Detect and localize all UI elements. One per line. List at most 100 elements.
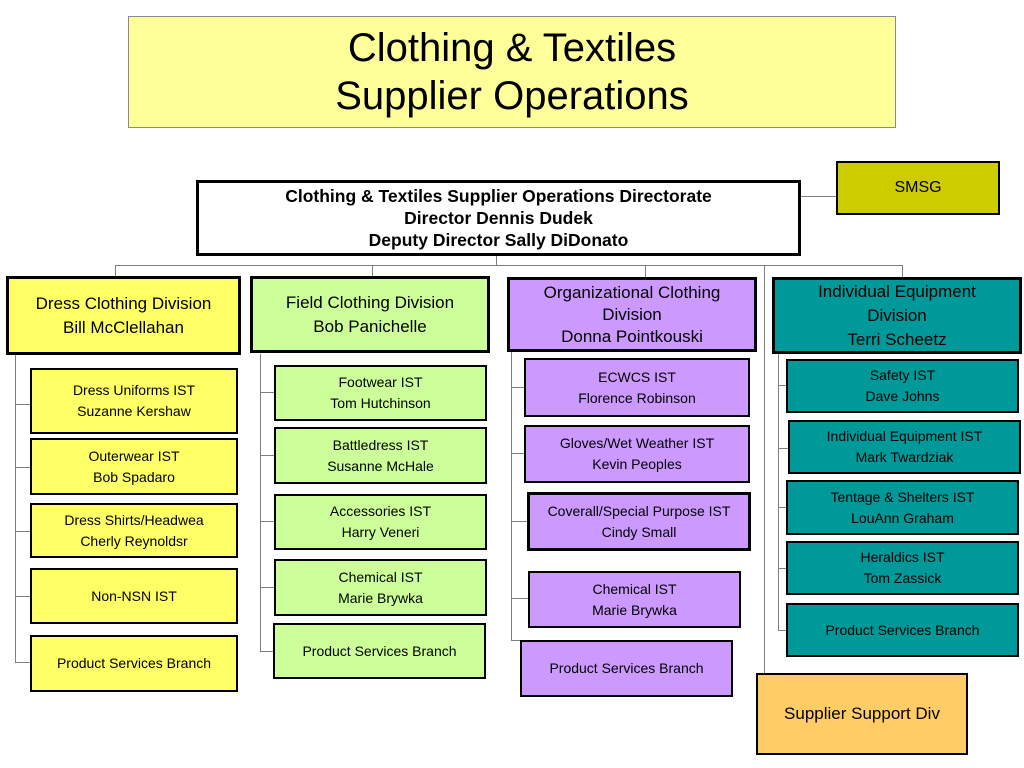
directorate-box: Clothing & Textiles Supplier Operations … bbox=[196, 180, 801, 256]
branch-chemical-ist: Chemical IST Marie Brywka bbox=[274, 559, 487, 616]
div3-branch-tick bbox=[511, 598, 529, 599]
branch-title: Footwear IST bbox=[338, 374, 423, 390]
div3-branch-tick bbox=[511, 453, 525, 454]
branch-individual-equipment-ist: Individual Equipment IST Mark Twardziak bbox=[788, 420, 1021, 474]
branch-lead: Tom Zassick bbox=[863, 570, 942, 586]
branch-dress-shirts-headwear: Dress Shirts/Headwea Cherly Reynoldsr bbox=[30, 503, 238, 558]
div3-drop-connector bbox=[645, 265, 646, 277]
div1-branch-tick bbox=[15, 596, 30, 597]
smsg-box: SMSG bbox=[836, 161, 1000, 215]
branch-lead: Cherly Reynoldsr bbox=[80, 532, 188, 549]
branch-lead: Susanne McHale bbox=[327, 457, 434, 474]
director-smsg-connector bbox=[801, 196, 836, 197]
div2-drop-connector bbox=[372, 265, 373, 276]
branch-lead: Dave Johns bbox=[865, 388, 940, 404]
branch-title: Product Services Branch bbox=[56, 655, 212, 671]
div4-branch-tick bbox=[778, 630, 787, 631]
div4-branch-tick bbox=[778, 385, 787, 386]
branch-chemical-ist: Chemical IST Marie Brywka bbox=[528, 571, 741, 628]
branch-lead: Marie Brywka bbox=[592, 601, 677, 618]
div2-branch-tick bbox=[260, 455, 275, 456]
div4-branch-tick bbox=[778, 448, 789, 449]
div4-branch-spine bbox=[778, 353, 779, 631]
division-head: Donna Pointkouski bbox=[561, 326, 703, 346]
directorate-name: Clothing & Textiles Supplier Operations … bbox=[285, 186, 712, 206]
division-name: Field Clothing Division bbox=[285, 292, 455, 312]
branch-dress-uniforms-ist: Dress Uniforms IST Suzanne Kershaw bbox=[30, 368, 238, 434]
smsg-label: SMSG bbox=[894, 178, 942, 196]
div2-branch-tick bbox=[260, 392, 275, 393]
division-name-line-2: Division bbox=[602, 304, 662, 324]
div1-branch-tick bbox=[15, 467, 30, 468]
div2-branch-tick bbox=[260, 651, 273, 652]
division-name: Dress Clothing Division bbox=[35, 293, 212, 313]
division-field-clothing: Field Clothing Division Bob Panichelle bbox=[250, 276, 490, 353]
branch-title: Non-NSN IST bbox=[91, 587, 177, 604]
branch-title: Accessories IST bbox=[329, 503, 432, 519]
branch-product-services: Product Services Branch bbox=[273, 623, 486, 679]
deputy-director-name: Deputy Director Sally DiDonato bbox=[368, 230, 629, 250]
div1-branch-spine bbox=[15, 354, 16, 663]
branch-lead: Cindy Small bbox=[601, 523, 677, 540]
director-stem-connector bbox=[496, 256, 497, 266]
branch-footwear-ist: Footwear IST Tom Hutchinson bbox=[274, 365, 487, 421]
branch-lead: Bob Spadaro bbox=[93, 468, 175, 485]
branch-battledress-ist: Battledress IST Susanne McHale bbox=[274, 427, 487, 484]
branch-safety-ist: Safety IST Dave Johns bbox=[786, 359, 1019, 413]
div2-branch-tick bbox=[260, 587, 275, 588]
branch-non-nsn-ist: Non-NSN IST bbox=[30, 568, 238, 624]
div2-branch-spine bbox=[260, 354, 261, 652]
branch-product-services: Product Services Branch bbox=[520, 640, 733, 697]
branch-title: Product Services Branch bbox=[825, 621, 980, 638]
branch-tentage-shelters-ist: Tentage & Shelters IST LouAnn Graham bbox=[786, 480, 1019, 535]
branch-title: Individual Equipment IST bbox=[826, 428, 983, 444]
branch-title: Chemical IST bbox=[592, 580, 677, 597]
branch-gloves-wet-weather-ist: Gloves/Wet Weather IST Kevin Peoples bbox=[524, 425, 750, 483]
div3-branch-tick bbox=[511, 640, 521, 641]
branch-heraldics-ist: Heraldics IST Tom Zassick bbox=[786, 541, 1019, 595]
div3-branch-tick bbox=[511, 521, 527, 522]
branch-lead: Tom Hutchinson bbox=[330, 395, 431, 411]
support-drop-connector bbox=[764, 265, 765, 715]
div3-branch-spine bbox=[511, 351, 512, 641]
division-head: Terri Scheetz bbox=[847, 329, 947, 349]
div1-drop-connector bbox=[115, 265, 116, 276]
div4-branch-tick bbox=[778, 507, 787, 508]
branch-outerwear-ist: Outerwear IST Bob Spadaro bbox=[30, 438, 238, 495]
branch-lead: Florence Robinson bbox=[578, 389, 696, 406]
branch-coverall-special-purpose-ist: Coverall/Special Purpose IST Cindy Small bbox=[527, 492, 751, 551]
branch-title: Product Services Branch bbox=[302, 642, 457, 659]
branch-title: Heraldics IST bbox=[860, 549, 945, 565]
div1-branch-tick bbox=[15, 404, 30, 405]
branch-title: Battledress IST bbox=[332, 436, 429, 453]
division-name: Organizational Clothing bbox=[543, 282, 721, 302]
supplier-support-label: Supplier Support Div bbox=[784, 703, 940, 723]
branch-title: Dress Shirts/Headwea bbox=[64, 511, 204, 528]
branch-title: Safety IST bbox=[869, 367, 936, 383]
div4-branch-tick bbox=[778, 568, 787, 569]
division-name: Individual Equipment bbox=[818, 281, 976, 301]
branch-lead: LouAnn Graham bbox=[851, 509, 954, 526]
division-dress-clothing: Dress Clothing Division Bill McClellahan bbox=[6, 276, 241, 355]
branch-title: Coverall/Special Purpose IST bbox=[547, 502, 731, 519]
title-line-2: Supplier Operations bbox=[335, 74, 689, 118]
title-line-1: Clothing & Textiles bbox=[347, 26, 677, 70]
branch-title: Product Services Branch bbox=[549, 660, 704, 676]
branch-title: Outerwear IST bbox=[88, 447, 180, 464]
division-name-line-2: Division bbox=[867, 305, 927, 325]
div1-branch-tick bbox=[15, 531, 30, 532]
branch-product-services: Product Services Branch bbox=[786, 603, 1019, 657]
division-organizational-clothing: Organizational Clothing Division Donna P… bbox=[507, 277, 757, 352]
supplier-support-division-box: Supplier Support Div bbox=[756, 673, 968, 755]
div4-drop-connector bbox=[902, 265, 903, 277]
director-name: Director Dennis Dudek bbox=[404, 208, 593, 228]
branch-title: Chemical IST bbox=[338, 568, 423, 585]
branch-lead: Harry Veneri bbox=[341, 524, 420, 540]
branch-lead: Marie Brywka bbox=[338, 589, 423, 606]
page-title: Clothing & Textiles Supplier Operations bbox=[128, 16, 896, 128]
branch-lead: Suzanne Kershaw bbox=[77, 403, 191, 419]
division-head: Bill McClellahan bbox=[63, 317, 184, 337]
branch-lead: Mark Twardziak bbox=[855, 449, 954, 465]
branch-title: Gloves/Wet Weather IST bbox=[559, 435, 715, 451]
division-head: Bob Panichelle bbox=[313, 316, 427, 336]
